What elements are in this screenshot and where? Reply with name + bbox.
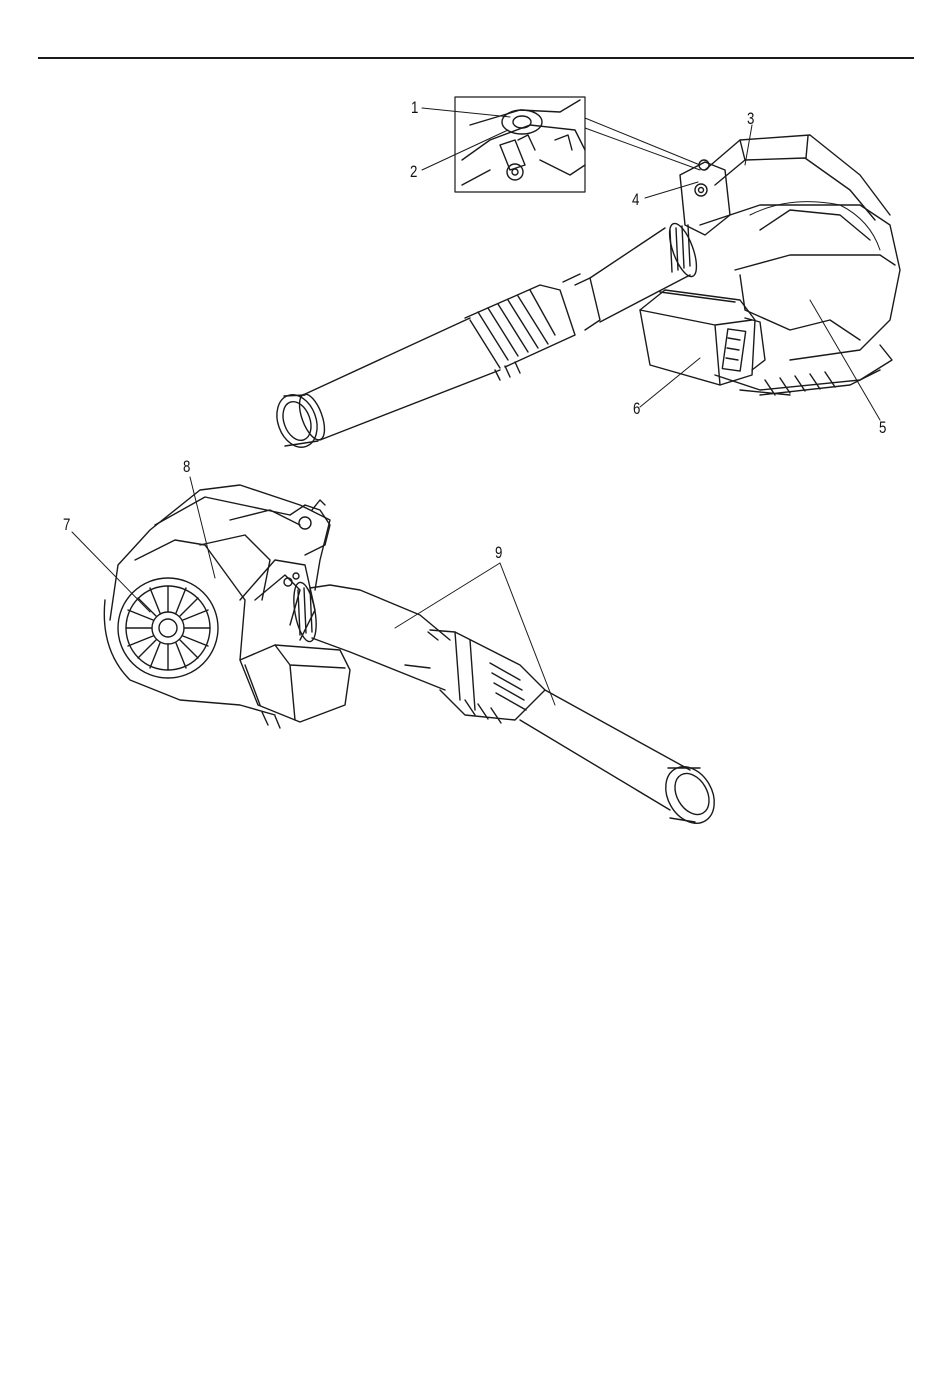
callout-2: 2 (410, 163, 417, 180)
callout-5: 5 (879, 419, 886, 436)
callout-6: 6 (633, 400, 640, 417)
battery-top (640, 290, 765, 385)
callout-8: 8 (183, 458, 190, 475)
blow-tube-front (290, 581, 724, 832)
callout-7: 7 (63, 516, 70, 533)
trigger-detail-inset (455, 97, 700, 192)
blower-housing-top (680, 135, 900, 395)
battery-front (240, 645, 350, 728)
callout-9: 9 (495, 544, 502, 561)
blower-top-view (270, 97, 900, 453)
callout-4: 4 (632, 191, 639, 208)
callout-1: 1 (411, 99, 418, 116)
blower-front-view (72, 477, 724, 832)
callout-3: 3 (747, 110, 754, 127)
